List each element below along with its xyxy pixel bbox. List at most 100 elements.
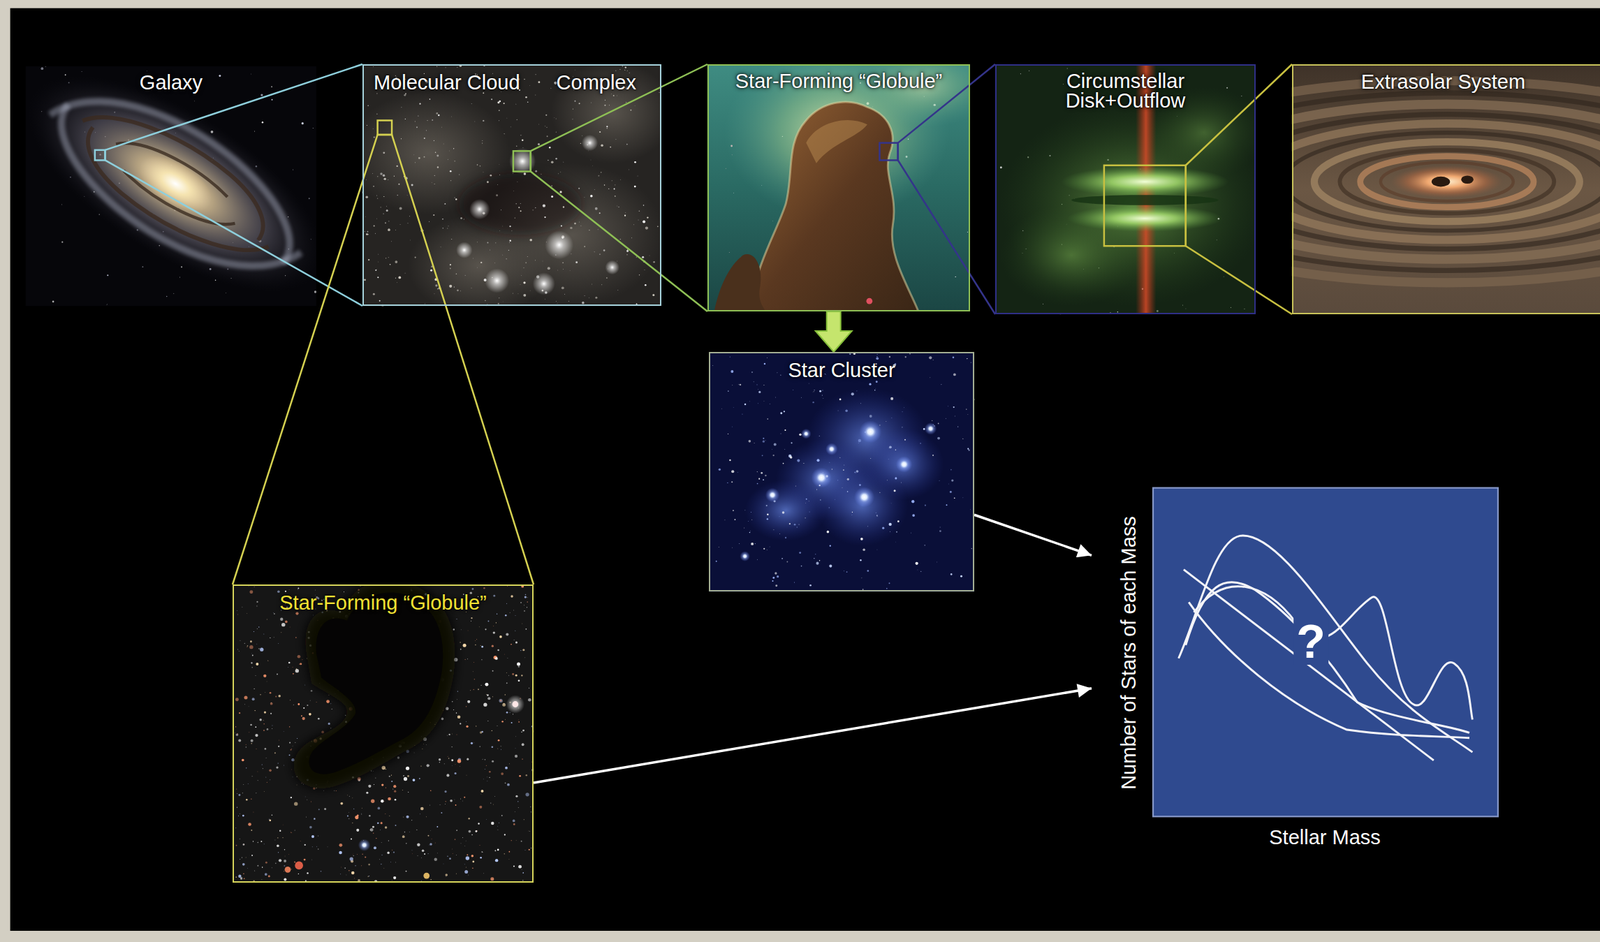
star bbox=[106, 304, 108, 306]
star bbox=[551, 185, 553, 187]
star bbox=[509, 851, 511, 853]
star bbox=[490, 821, 495, 826]
star bbox=[283, 877, 287, 881]
star bbox=[512, 189, 515, 192]
star bbox=[449, 263, 452, 266]
star bbox=[481, 142, 483, 144]
star bbox=[367, 233, 369, 236]
star bbox=[763, 400, 765, 402]
star bbox=[498, 173, 501, 176]
star bbox=[405, 766, 410, 771]
star bbox=[509, 712, 510, 714]
star bbox=[764, 363, 766, 365]
starfield-ground bbox=[232, 584, 534, 883]
star bbox=[277, 739, 280, 741]
star bbox=[243, 695, 248, 700]
star bbox=[386, 852, 390, 855]
star bbox=[405, 842, 408, 845]
yellow-star bbox=[423, 872, 430, 880]
galaxy-panel: Galaxy bbox=[25, 66, 317, 306]
star bbox=[724, 167, 727, 170]
star bbox=[588, 229, 590, 231]
star bbox=[328, 722, 331, 725]
star bbox=[456, 829, 458, 832]
star bbox=[937, 423, 940, 425]
star bbox=[599, 212, 601, 214]
star bbox=[430, 789, 432, 792]
star bbox=[829, 545, 832, 547]
star bbox=[626, 143, 628, 146]
star bbox=[458, 765, 461, 767]
star bbox=[453, 798, 456, 801]
star bbox=[395, 277, 396, 278]
star bbox=[750, 542, 754, 546]
star bbox=[274, 752, 276, 754]
star bbox=[859, 559, 862, 561]
star bbox=[236, 613, 239, 616]
star bbox=[252, 655, 254, 657]
star bbox=[514, 217, 516, 218]
star bbox=[480, 793, 482, 795]
star bbox=[375, 838, 377, 839]
star bbox=[64, 74, 67, 76]
star bbox=[290, 868, 292, 870]
star bbox=[380, 799, 384, 803]
star bbox=[517, 806, 519, 809]
star bbox=[515, 795, 518, 798]
star bbox=[304, 796, 306, 798]
star bbox=[373, 784, 375, 785]
star bbox=[616, 94, 619, 97]
star bbox=[382, 151, 385, 154]
star bbox=[486, 241, 489, 244]
star bbox=[250, 798, 252, 800]
star bbox=[488, 771, 491, 774]
star bbox=[251, 775, 253, 778]
star bbox=[391, 774, 392, 776]
star bbox=[373, 846, 377, 850]
star bbox=[437, 166, 439, 168]
star bbox=[504, 766, 508, 770]
star bbox=[481, 851, 483, 853]
star bbox=[250, 724, 253, 727]
star bbox=[481, 851, 484, 853]
star bbox=[970, 361, 972, 363]
star bbox=[815, 553, 816, 555]
nebula bbox=[745, 479, 827, 542]
star bbox=[236, 609, 239, 612]
star bbox=[258, 626, 260, 628]
star bbox=[263, 790, 265, 792]
star bbox=[457, 690, 459, 692]
star bbox=[484, 759, 486, 760]
star bbox=[744, 403, 747, 406]
star bbox=[251, 854, 253, 857]
star bbox=[299, 662, 302, 665]
dark-cloud bbox=[308, 592, 443, 775]
star bbox=[268, 769, 272, 773]
star bbox=[778, 532, 781, 535]
star bbox=[374, 232, 376, 234]
star bbox=[338, 851, 343, 855]
star bbox=[499, 635, 503, 639]
star bbox=[495, 241, 497, 244]
star bbox=[250, 662, 253, 664]
star bbox=[622, 65, 623, 67]
star bbox=[639, 274, 640, 276]
star bbox=[372, 770, 374, 772]
star bbox=[842, 469, 845, 471]
star bbox=[467, 817, 470, 820]
star bbox=[247, 706, 250, 708]
star bbox=[236, 792, 239, 795]
star bbox=[451, 848, 453, 850]
star bbox=[272, 611, 274, 614]
star bbox=[780, 412, 783, 415]
star bbox=[901, 426, 903, 428]
star bbox=[311, 846, 313, 848]
star bbox=[505, 671, 508, 674]
mass-curve bbox=[1193, 586, 1473, 721]
star bbox=[251, 666, 253, 668]
star bbox=[471, 834, 473, 836]
star bbox=[446, 227, 449, 230]
star bbox=[289, 726, 290, 728]
star bbox=[429, 804, 431, 806]
star bbox=[715, 560, 718, 563]
